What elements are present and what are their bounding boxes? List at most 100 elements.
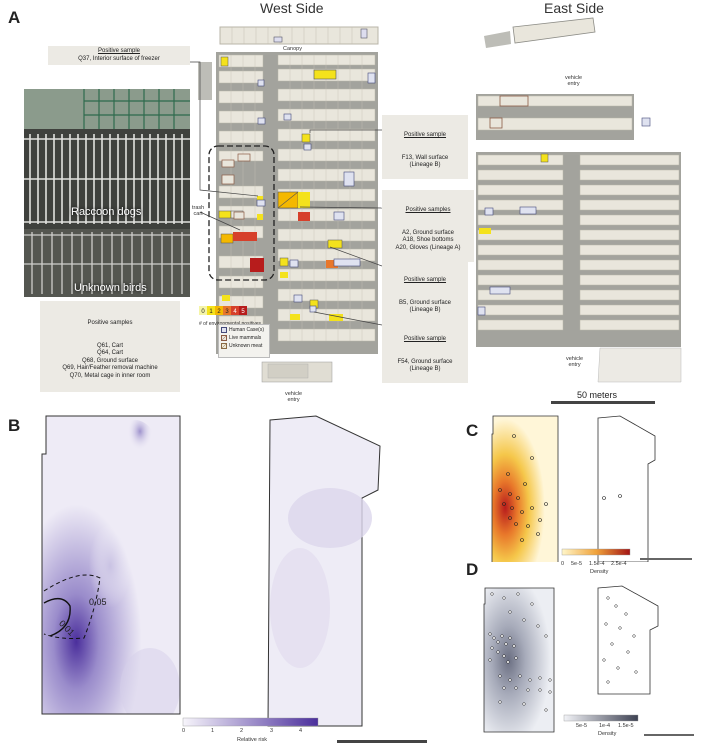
- risk-tick-3: 3: [270, 728, 274, 734]
- c-tick-3: 2.5e-4: [611, 561, 627, 567]
- key-legend-row-mammals: Live mammals: [221, 335, 267, 341]
- callout-a2: Positive samples A2, Ground surface A18,…: [382, 190, 474, 262]
- scale-bar-a: [551, 401, 655, 404]
- callout-b5-header: Positive sample: [403, 277, 447, 283]
- callout-f13: Positive sample F13, Wall surface (Linea…: [382, 115, 468, 179]
- panel-label-a: A: [8, 8, 21, 27]
- callout-q37-header: Positive sample: [97, 48, 141, 54]
- env-legend-value-1: 1: [209, 309, 213, 315]
- density-colorbar-c: [561, 548, 631, 556]
- highlight-region: [208, 145, 275, 281]
- photo-label-raccoon: Raccoon dogs: [71, 206, 142, 218]
- d-tick-1: 1e-4: [599, 723, 611, 729]
- c-colorbar-title: Density: [590, 569, 609, 575]
- west-risk-surface: [42, 416, 180, 714]
- env-legend-swatch-0: [199, 306, 207, 315]
- panel-c-density: [491, 415, 692, 562]
- scale-bar-b: [337, 740, 427, 743]
- key-legend-row-meat: Unknown meat: [221, 343, 267, 349]
- d-tick-2: 1.5e-5: [618, 723, 634, 729]
- scale-label: 50 meters: [577, 390, 618, 400]
- east-density-c: [597, 415, 656, 562]
- env-legend-swatch-4: [231, 306, 239, 315]
- key-legend-row-human: Human Case(s): [221, 327, 267, 333]
- human-case-icon: [221, 327, 227, 333]
- key-legend-label-mammals: Live mammals: [229, 335, 262, 341]
- env-legend-swatch-2: [215, 306, 223, 315]
- key-legend-label-meat: Unknown meat: [229, 343, 263, 349]
- env-legend-value-3: 3: [225, 309, 229, 315]
- callout-q61-header: Positive samples: [87, 320, 133, 326]
- callout-f13-body: F13, Wall surface (Lineage B): [401, 154, 449, 169]
- west-density-d: [483, 587, 555, 733]
- key-legend-label-human: Human Case(s): [229, 327, 265, 333]
- west-density-c: [491, 415, 559, 562]
- case-points-c: [498, 434, 622, 542]
- unknown-meat-icon: [221, 343, 227, 349]
- market-map: [190, 17, 682, 404]
- callout-b5-body: B5, Ground surface (Lineage B): [398, 299, 452, 314]
- scale-bar-d: [644, 734, 694, 736]
- side-structure: [198, 62, 212, 100]
- vehicle-entry-east-top: vehicle entry: [565, 75, 583, 87]
- contour-0-01: [43, 598, 71, 637]
- photo-label-birds: Unknown birds: [74, 282, 147, 294]
- callout-f54-body: F54, Ground surface (Lineage B): [397, 358, 453, 373]
- callout-a2-header: Positive samples: [405, 207, 451, 213]
- panel-b-risk-maps: [41, 415, 427, 743]
- panel-label-d: D: [466, 560, 479, 579]
- callout-leaders: [190, 61, 383, 326]
- callout-q37-body: Q37, Interior surface of freezer: [78, 55, 160, 62]
- key-legend: Human Case(s) Live mammals Unknown meat: [218, 324, 270, 358]
- callout-a2-body: A2, Ground surface A18, Shoe bottoms A20…: [395, 229, 461, 251]
- canopy-building: [219, 26, 379, 45]
- live-mammals-icon: [221, 335, 227, 341]
- risk-tick-0: 0: [182, 728, 186, 734]
- vehicle-entry-west: vehicle entry: [285, 391, 303, 403]
- trash-cart-label: trash cart: [192, 205, 205, 217]
- env-legend-value-0: 0: [201, 309, 205, 315]
- contour-0-05: [43, 574, 101, 639]
- east-density-d: [597, 585, 659, 695]
- vehicle-entry-east-bottom: vehicle entry: [566, 356, 584, 368]
- callout-f54: Positive sample F54, Ground surface (Lin…: [382, 319, 468, 383]
- risk-tick-4: 4: [299, 728, 303, 734]
- c-tick-0: 0: [561, 561, 565, 567]
- east-top-wing: [512, 17, 596, 44]
- callout-f54-header: Positive sample: [403, 336, 447, 342]
- env-legend-swatch-1: [207, 306, 215, 315]
- callout-b5: Positive sample B5, Ground surface (Line…: [382, 260, 468, 324]
- east-side-title: East Side: [544, 0, 604, 16]
- env-legend-value-2: 2: [217, 309, 221, 315]
- d-colorbar-title: Density: [598, 731, 617, 737]
- west-outline-b: [41, 415, 181, 715]
- control-points-d: [488, 592, 638, 712]
- density-colorbar-d: [563, 714, 639, 722]
- callout-q37: Positive sample Q37, Interior surface of…: [48, 46, 190, 65]
- callout-f13-header: Positive sample: [403, 132, 447, 138]
- scale-bar-c: [640, 558, 692, 560]
- callout-q61-body: Q61, Cart Q64, Cart Q68, Ground surface …: [62, 342, 158, 379]
- market-photo: Raccoon dogs Unknown birds: [24, 89, 190, 297]
- d-tick-0: 5e-5: [576, 723, 588, 729]
- panel-label-c: C: [466, 421, 479, 440]
- env-legend-value-5: 5: [241, 309, 245, 315]
- west-side-title: West Side: [260, 0, 324, 16]
- cage-photo-drawing: [24, 89, 190, 297]
- callout-q61: Positive samples Q61, Cart Q64, Cart Q68…: [40, 301, 180, 392]
- env-legend-swatch-5: [239, 306, 247, 315]
- canopy-label: Canopy: [283, 46, 302, 52]
- human-case-markers: [256, 72, 376, 313]
- contour-label-0-05: 0.05: [89, 597, 107, 607]
- env-legend-value-4: 4: [233, 309, 237, 315]
- c-tick-1: 5e-5: [571, 561, 583, 567]
- env-legend-swatch-3: [223, 306, 231, 315]
- risk-tick-2: 2: [240, 728, 244, 734]
- canopy-stalls: [231, 27, 353, 44]
- panel-label-b: B: [8, 416, 21, 435]
- panel-d-density: [483, 585, 694, 736]
- c-tick-2: 1.5e-4: [589, 561, 605, 567]
- risk-colorbar-title: Relative risk: [237, 737, 267, 743]
- risk-tick-1: 1: [211, 728, 215, 734]
